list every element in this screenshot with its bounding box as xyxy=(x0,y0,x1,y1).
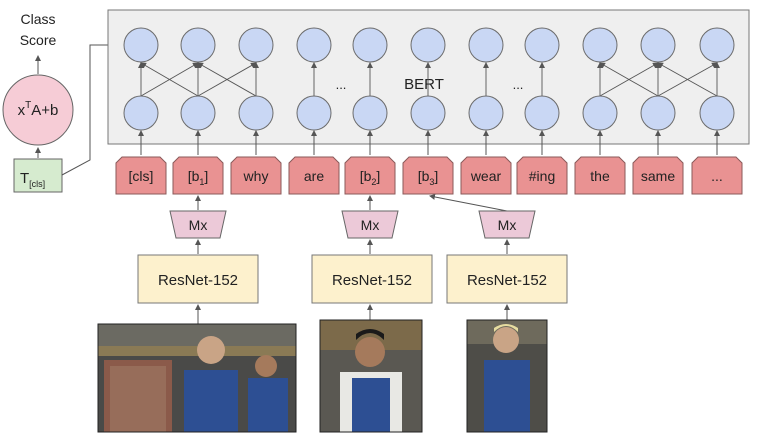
resnet-box-3 xyxy=(446,254,568,304)
bert-connection xyxy=(140,62,199,97)
arrow-mx3-to-b3 xyxy=(429,194,508,212)
bert-output-node xyxy=(699,27,735,63)
bert-output-node xyxy=(410,27,446,63)
bert-input-node xyxy=(296,95,332,131)
bert-nodes xyxy=(123,27,735,155)
token-label: [b3] xyxy=(418,168,439,187)
bert-output-node xyxy=(296,27,332,63)
bert-ellipsis-right: ... xyxy=(513,77,524,92)
resnet-label-3: ResNet-152 xyxy=(467,272,547,289)
bert-output-node xyxy=(123,27,159,63)
bert-input-node xyxy=(238,95,274,131)
token-label: why xyxy=(243,168,269,184)
mx-label-1: Mx xyxy=(189,217,208,233)
token-row: [cls] [b1] why are [b2] [b3] wear #ing the same..… xyxy=(115,156,743,195)
bert-input-node xyxy=(123,95,159,131)
bert-input-node xyxy=(468,95,504,131)
bert-ellipsis-left: ... xyxy=(336,77,347,92)
resnet-box-2 xyxy=(311,254,433,304)
token-label: ... xyxy=(711,168,723,184)
bert-input-node xyxy=(352,95,388,131)
bert-output-node xyxy=(180,27,216,63)
bert-output-node xyxy=(524,27,560,63)
token-box xyxy=(288,156,340,195)
token-box xyxy=(115,156,167,195)
token-label: same xyxy=(641,168,675,184)
token-label: the xyxy=(590,168,610,184)
bert-output-node xyxy=(468,27,504,63)
image-crop-1 xyxy=(97,323,297,433)
bert-output-node xyxy=(238,27,274,63)
bert-connection xyxy=(657,62,718,97)
token-box xyxy=(460,156,512,195)
bert-connection xyxy=(197,62,257,97)
token-box xyxy=(516,156,568,195)
token-box xyxy=(172,156,224,195)
resnet-label-1: ResNet-152 xyxy=(158,272,238,289)
token-label: [b1] xyxy=(188,168,209,187)
token-label: are xyxy=(304,168,324,184)
token-label: #ing xyxy=(529,168,555,184)
bert-input-node xyxy=(410,95,446,131)
bert-input-node xyxy=(524,95,560,131)
token-box xyxy=(402,156,454,195)
resnet-box-1 xyxy=(137,254,259,304)
token-box xyxy=(344,156,396,195)
class-score-label-line2: Score xyxy=(20,32,57,48)
resnet-label-2: ResNet-152 xyxy=(332,272,412,289)
mx-pool-3 xyxy=(478,210,536,239)
tcls-box xyxy=(13,158,63,193)
token-label: [b2] xyxy=(360,168,381,187)
token-box xyxy=(691,156,743,195)
mx-pool-2 xyxy=(341,210,399,239)
mx-pool-1 xyxy=(169,210,227,239)
mx-label-3: Mx xyxy=(498,217,517,233)
bert-input-node xyxy=(640,95,676,131)
bert-input-node xyxy=(699,95,735,131)
class-score-label-line1: Class xyxy=(20,11,55,27)
tcls-label: T[cls] xyxy=(20,170,45,189)
token-box xyxy=(632,156,684,195)
cls-output-connector xyxy=(61,44,124,176)
image-branches: Mx ResNet-152 Mx ResNet-152 Mx ResNet-15… xyxy=(137,194,568,324)
bert-output-node xyxy=(582,27,618,63)
token-box xyxy=(230,156,282,195)
token-label: wear xyxy=(470,168,502,184)
image-crop-2 xyxy=(319,319,423,433)
bert-input-node xyxy=(582,95,618,131)
bert-output-node xyxy=(352,27,388,63)
bert-connection xyxy=(599,62,659,97)
classifier-node xyxy=(2,74,74,146)
bert-label: BERT xyxy=(404,76,444,93)
classifier-formula: xTA+b xyxy=(18,100,59,119)
token-box xyxy=(574,156,626,195)
token-label: [cls] xyxy=(129,168,154,184)
bert-output-node xyxy=(640,27,676,63)
bert-input-node xyxy=(180,95,216,131)
mx-label-2: Mx xyxy=(361,217,380,233)
image-crop-3 xyxy=(466,319,548,433)
